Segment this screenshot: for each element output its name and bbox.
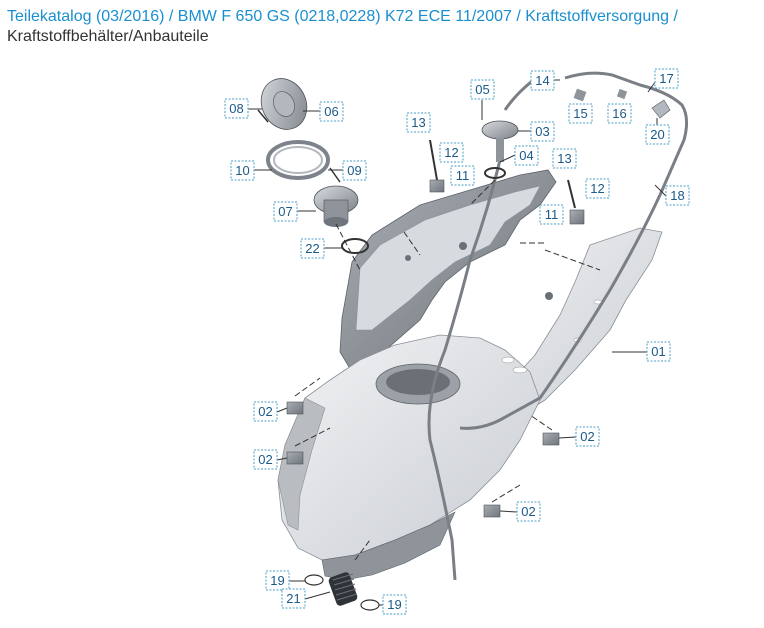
svg-text:09: 09 bbox=[347, 163, 361, 178]
tank-main-body bbox=[277, 334, 541, 561]
part-filler-neck bbox=[313, 185, 359, 227]
tank-upper-face bbox=[355, 185, 541, 331]
callout-05[interactable]: 05 bbox=[470, 79, 495, 100]
callout-03[interactable]: 03 bbox=[530, 121, 555, 142]
callout-22[interactable]: 22 bbox=[300, 238, 325, 259]
callout-17[interactable]: 17 bbox=[654, 68, 679, 89]
callout-04[interactable]: 04 bbox=[514, 145, 539, 166]
page-title: Kraftstoffbehälter/Anbauteile bbox=[7, 28, 209, 45]
svg-text:06: 06 bbox=[324, 104, 338, 119]
svg-text:11: 11 bbox=[456, 168, 470, 183]
svg-text:05: 05 bbox=[475, 82, 489, 97]
callout-13[interactable]: 13 bbox=[406, 112, 431, 133]
svg-text:02: 02 bbox=[258, 452, 272, 467]
callout-07[interactable]: 07 bbox=[273, 201, 298, 222]
callout-02[interactable]: 02 bbox=[253, 449, 278, 470]
callout-15[interactable]: 15 bbox=[568, 103, 593, 124]
fuel-line-18 bbox=[459, 71, 689, 430]
svg-text:12: 12 bbox=[590, 181, 604, 196]
svg-text:02: 02 bbox=[258, 404, 272, 419]
part-buffer-02 bbox=[542, 432, 560, 446]
svg-text:14: 14 bbox=[535, 73, 549, 88]
part-o-ring-22 bbox=[341, 238, 369, 254]
callout-11[interactable]: 11 bbox=[539, 204, 564, 225]
callout-labels: 08 06 10 09 07 22 05 14 bbox=[224, 68, 690, 615]
callout-13[interactable]: 13 bbox=[552, 148, 577, 169]
svg-text:11: 11 bbox=[545, 207, 559, 222]
callout-06[interactable]: 06 bbox=[319, 101, 344, 122]
svg-text:02: 02 bbox=[580, 429, 594, 444]
svg-text:02: 02 bbox=[521, 504, 535, 519]
svg-text:20: 20 bbox=[650, 127, 664, 142]
part-buffer-02 bbox=[286, 401, 304, 415]
callout-02[interactable]: 02 bbox=[253, 401, 278, 422]
callout-11[interactable]: 11 bbox=[450, 165, 475, 186]
svg-text:21: 21 bbox=[286, 591, 300, 606]
breadcrumb-link-catalog[interactable]: Teilekatalog (03/2016) bbox=[7, 8, 165, 25]
part-clip-20 bbox=[651, 99, 671, 119]
callout-09[interactable]: 09 bbox=[342, 160, 367, 181]
fuel-tank bbox=[277, 169, 663, 581]
callout-18[interactable]: 18 bbox=[665, 185, 690, 206]
leader-lines bbox=[248, 77, 667, 606]
part-bolt-left bbox=[429, 139, 445, 193]
svg-text:08: 08 bbox=[229, 101, 243, 116]
callout-08[interactable]: 08 bbox=[224, 98, 249, 119]
part-filler-cap bbox=[257, 78, 308, 130]
callout-20[interactable]: 20 bbox=[645, 124, 670, 145]
callout-02[interactable]: 02 bbox=[516, 501, 541, 522]
part-pump-flange bbox=[481, 120, 519, 162]
svg-text:07: 07 bbox=[278, 204, 292, 219]
part-buffer-02 bbox=[483, 504, 501, 518]
svg-text:17: 17 bbox=[659, 71, 673, 86]
callout-14[interactable]: 14 bbox=[530, 70, 555, 91]
part-fitting-16 bbox=[616, 88, 628, 100]
svg-text:12: 12 bbox=[444, 145, 458, 160]
breadcrumb: Teilekatalog (03/2016) / BMW F 650 GS (0… bbox=[7, 6, 764, 28]
part-ring-19 bbox=[304, 574, 324, 586]
callout-10[interactable]: 10 bbox=[230, 160, 255, 181]
svg-text:10: 10 bbox=[235, 163, 249, 178]
part-seal-ring bbox=[266, 140, 330, 180]
part-fitting-15 bbox=[573, 88, 587, 102]
callout-21[interactable]: 21 bbox=[281, 588, 306, 609]
tank-hole bbox=[545, 292, 553, 300]
breadcrumb-separator: / bbox=[164, 8, 178, 25]
callout-16[interactable]: 16 bbox=[607, 103, 632, 124]
callout-12[interactable]: 12 bbox=[585, 178, 610, 199]
tank-hole bbox=[459, 242, 467, 250]
callout-19[interactable]: 19 bbox=[265, 570, 290, 591]
svg-text:15: 15 bbox=[573, 106, 587, 121]
svg-text:16: 16 bbox=[612, 106, 626, 121]
svg-text:13: 13 bbox=[557, 151, 571, 166]
breadcrumb-link-group[interactable]: Kraftstoffversorgung bbox=[525, 8, 670, 25]
svg-text:13: 13 bbox=[411, 115, 425, 130]
tank-filler-inner bbox=[386, 369, 450, 395]
svg-text:03: 03 bbox=[535, 124, 549, 139]
part-hose-21 bbox=[328, 572, 358, 606]
svg-text:22: 22 bbox=[305, 241, 319, 256]
part-seal-04 bbox=[484, 167, 506, 179]
callout-02[interactable]: 02 bbox=[575, 426, 600, 447]
svg-text:04: 04 bbox=[519, 148, 533, 163]
callout-01[interactable]: 01 bbox=[646, 341, 671, 362]
svg-text:19: 19 bbox=[387, 597, 401, 612]
part-buffer-02 bbox=[286, 451, 304, 465]
svg-text:18: 18 bbox=[670, 188, 684, 203]
breadcrumb-link-model[interactable]: BMW F 650 GS (0218,0228) K72 ECE 11/2007 bbox=[177, 8, 512, 25]
breadcrumb-separator: / bbox=[511, 8, 526, 25]
tank-slot bbox=[501, 356, 515, 364]
tank-slot bbox=[512, 366, 528, 374]
callout-19[interactable]: 19 bbox=[382, 594, 407, 615]
part-bolt-right bbox=[567, 179, 585, 225]
breadcrumb-separator: / bbox=[669, 8, 678, 25]
callout-12[interactable]: 12 bbox=[439, 142, 464, 163]
part-ring-19 bbox=[360, 599, 380, 611]
tank-hole bbox=[405, 255, 411, 261]
svg-text:01: 01 bbox=[651, 344, 665, 359]
svg-text:19: 19 bbox=[270, 573, 284, 588]
